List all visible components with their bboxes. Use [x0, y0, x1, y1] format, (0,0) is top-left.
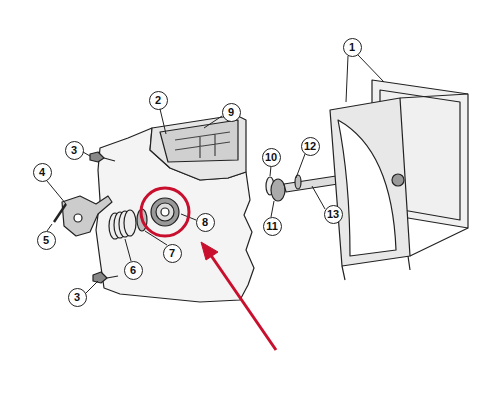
seal — [271, 179, 285, 201]
bracket — [150, 115, 246, 180]
lever — [62, 196, 112, 236]
callout-circle: 4 — [33, 163, 52, 182]
spring — [109, 210, 136, 239]
callout-number: 1 — [349, 42, 355, 53]
callout-number: 11 — [266, 221, 278, 232]
callout-circle: 5 — [37, 231, 56, 250]
callout-number: 4 — [39, 167, 45, 178]
callout-circle: 8 — [196, 213, 215, 232]
callout-circle: 10 — [262, 148, 281, 167]
callout-number: 12 — [304, 141, 316, 152]
leader-lines — [47, 55, 384, 293]
callout-circle: 1 — [343, 38, 362, 57]
callout-number: 8 — [202, 217, 208, 228]
callout-number: 10 — [265, 152, 277, 163]
callout-number: 7 — [169, 248, 175, 259]
callout-number: 6 — [130, 265, 136, 276]
callout-number: 9 — [228, 107, 234, 118]
bearing — [151, 198, 179, 226]
callout-number: 3 — [71, 145, 77, 156]
shaft — [284, 176, 338, 192]
screw — [90, 152, 115, 162]
callout-circle: 11 — [263, 217, 282, 236]
callout-circle: 9 — [222, 103, 241, 122]
screw — [93, 272, 118, 283]
highlight-arrow — [210, 254, 276, 350]
callout-circle: 3 — [65, 141, 84, 160]
pin — [54, 204, 66, 222]
callout-number: 3 — [74, 292, 80, 303]
highlight-circle — [141, 188, 189, 236]
callout-number: 13 — [327, 209, 339, 220]
callout-circle: 6 — [124, 261, 143, 280]
callout-circle: 3 — [68, 288, 87, 307]
callout-circle: 2 — [149, 91, 168, 110]
callout-number: 5 — [43, 235, 49, 246]
callout-circle: 7 — [163, 244, 182, 263]
callout-circle: 12 — [301, 137, 320, 156]
callout-circle: 13 — [324, 205, 343, 224]
callout-number: 2 — [155, 95, 161, 106]
